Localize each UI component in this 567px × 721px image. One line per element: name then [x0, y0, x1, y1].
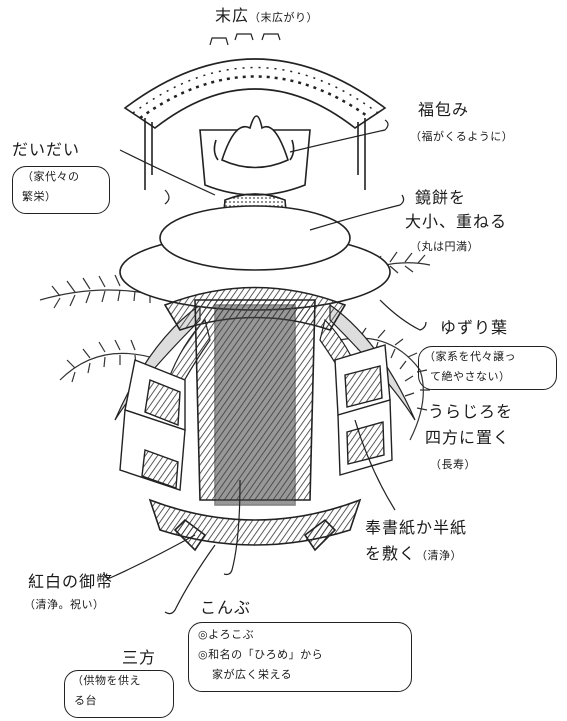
label-kagami-line2: 大小、重ねる: [405, 212, 508, 231]
kombu-item-3: 家が広く栄える: [212, 668, 293, 681]
label-sanbo: 三方: [122, 648, 157, 667]
kagami-mochi: [119, 205, 391, 311]
label-urajiro-line2: 四方に置く: [425, 428, 511, 447]
bracket-kombu: [188, 622, 412, 692]
label-kagami-line1: 鏡餅を: [415, 188, 467, 207]
hoshoshi-line2-text: を敷く: [365, 544, 417, 563]
kombu-item-2: ◎和名の「ひろめ」から: [198, 648, 324, 661]
hoshoshi-paper: [119, 344, 393, 491]
note-gohei: （清浄。祝い）: [24, 598, 105, 611]
label-fukutsutsumi: 福包み: [418, 100, 470, 119]
note-urajiro: （長寿）: [430, 458, 476, 471]
note-sanbo-1: （供物を供え: [72, 674, 141, 687]
suehiro-note: （末広がり）: [249, 11, 319, 24]
label-urajiro-line1: うらじろを: [428, 402, 514, 421]
bracket-sanbo: [64, 670, 174, 718]
note-kagami: （丸は円満）: [410, 240, 479, 253]
fukutsutsumi: [199, 115, 311, 196]
bracket-yuzuriha: [418, 346, 557, 390]
kombu-strip: [163, 286, 347, 506]
note-daidai-2: 繁栄）: [22, 190, 57, 203]
label-hoshoshi-line1: 奉書紙か半紙: [365, 518, 468, 537]
label-hoshoshi-line2: を敷く（清浄）: [365, 544, 462, 563]
note-yuzuriha-2: て絶やさない）: [430, 370, 511, 383]
note-hoshoshi: （清浄）: [416, 549, 463, 562]
note-fukutsutsumi: （福がくるように）: [410, 130, 514, 143]
suehiro-title: 末広: [215, 6, 250, 25]
note-yuzuriha-1: （家系を代々譲っ: [424, 350, 516, 363]
note-sanbo-2: る台: [74, 694, 97, 707]
kombu-item-1: ◎よろこぶ: [198, 628, 255, 641]
urajiro-fern-left: [39, 274, 176, 383]
label-yuzuriha: ゆずり葉: [440, 318, 509, 337]
label-daidai: だいだい: [12, 140, 81, 159]
note-daidai-1: （家代々の: [22, 170, 80, 183]
leader-lines: [103, 119, 427, 615]
label-gohei: 紅白の御幣: [28, 572, 114, 591]
bracket-daidai: [12, 166, 110, 214]
label-kombu: こんぶ: [200, 598, 252, 617]
label-suehiro: 末広（末広がり）: [215, 6, 318, 25]
sanbo-stand: [148, 498, 362, 552]
